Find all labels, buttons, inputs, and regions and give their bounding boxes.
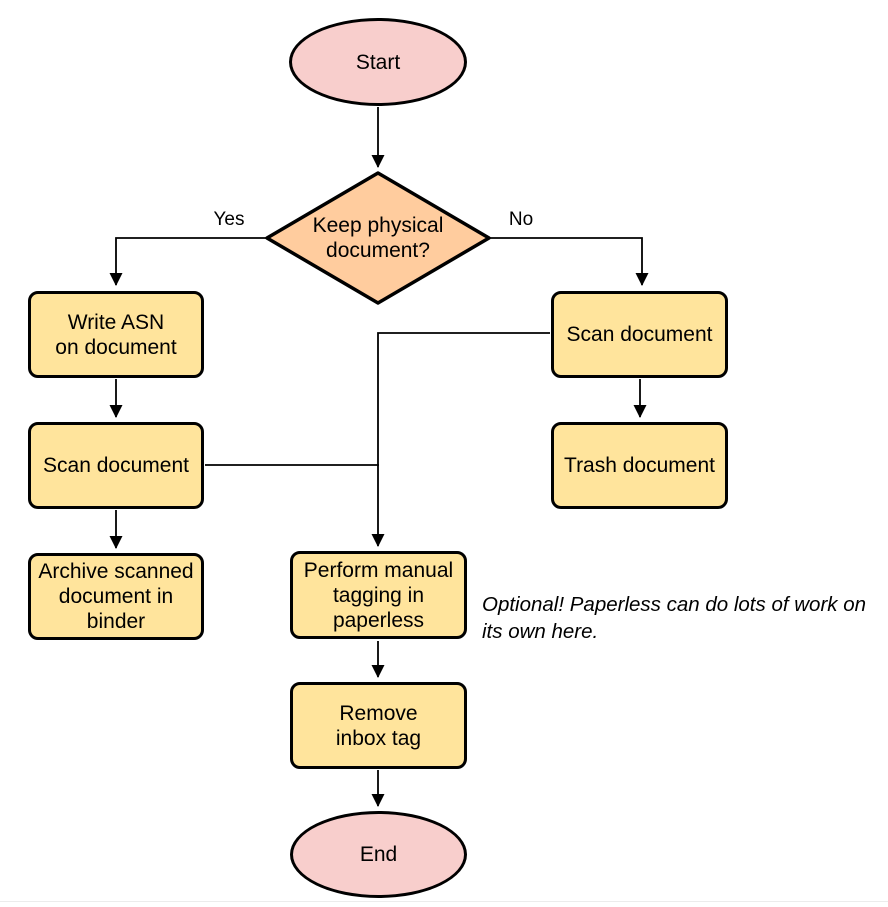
trash-document-node: Trash document [551, 422, 728, 509]
edge-yes-branch [109, 237, 266, 286]
start-node: Start [289, 18, 467, 106]
write-asn-node-label: Write ASN on document [55, 310, 177, 359]
decision-diamond-shape [265, 171, 491, 305]
edge-label-no: No [508, 209, 534, 230]
scan-document-right-node: Scan document [551, 291, 728, 378]
manual-tagging-label: Perform manual tagging in paperless [303, 558, 454, 632]
remove-inbox-tag-label: Remove inbox tag [335, 701, 422, 750]
trash-document-label: Trash document [564, 454, 715, 477]
remove-inbox-tag-node: Remove inbox tag [290, 682, 467, 769]
decision-node-label: Keep physical document? [312, 214, 444, 262]
edge-label-yes: Yes [213, 209, 245, 230]
optional-annotation: Optional! Paperless can do lots of work … [482, 593, 867, 643]
window-bottom-edge [0, 901, 888, 902]
manual-tagging-node: Perform manual tagging in paperless [290, 551, 467, 639]
archive-node: Archive scanned document in binder [28, 553, 204, 640]
scan-document-left-node: Scan document [28, 422, 204, 509]
scan-document-right-label: Scan document [566, 323, 713, 346]
scan-document-left-label: Scan document [43, 454, 189, 477]
edge-scanright-tagging [371, 332, 550, 547]
end-node-label: End [359, 843, 398, 866]
edge-no-branch [490, 237, 649, 286]
start-node-label: Start [355, 50, 401, 74]
write-asn-node: Write ASN on document [28, 291, 204, 378]
end-node: End [290, 811, 467, 898]
archive-node-label: Archive scanned document in binder [38, 560, 194, 633]
